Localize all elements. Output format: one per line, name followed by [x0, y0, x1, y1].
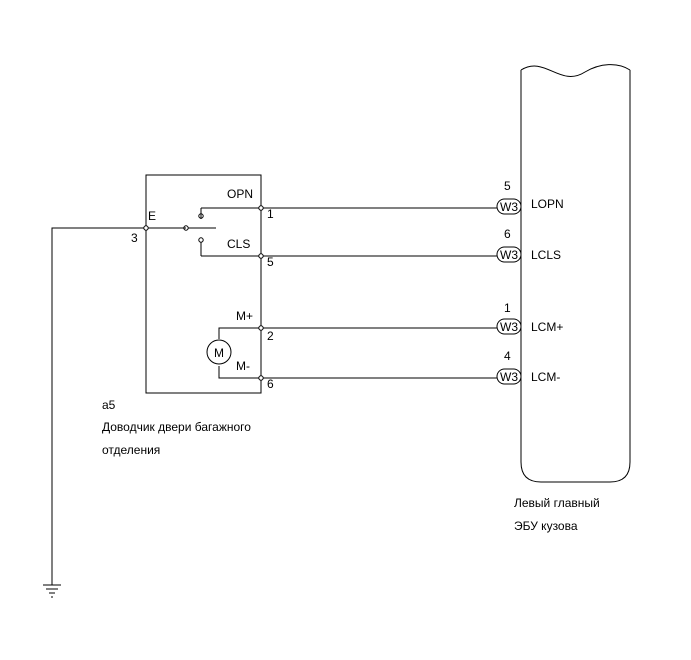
ecu-signal-lcls: LCLS: [531, 248, 561, 262]
pin-1: 1: [267, 207, 274, 221]
terminal-2: [258, 325, 264, 331]
motor-plus-label: M+: [236, 309, 253, 323]
motor-label: M: [214, 346, 224, 360]
svg-text:W3: W3: [500, 370, 518, 384]
closer-box: [145, 174, 262, 394]
ground-label: E: [148, 209, 156, 223]
ecu-pin-lcm-plus: 1: [504, 301, 511, 315]
ground-wire: [51, 227, 146, 585]
ecu-pin-lopn: 5: [504, 179, 511, 193]
connector-w3-3: W3: [496, 318, 522, 335]
ecu-signal-lcm-plus: LCM+: [531, 320, 563, 334]
motor-minus-label: M-: [236, 359, 250, 373]
component-name-line1: Доводчик двери багажного: [102, 420, 251, 434]
motor-symbol: [206, 327, 261, 379]
svg-text:W3: W3: [500, 320, 518, 334]
ecu-body: [520, 70, 631, 483]
terminal-ground: [143, 225, 149, 231]
switch-close-label: CLS: [227, 237, 250, 251]
ecu-name-line2: ЭБУ кузова: [514, 519, 578, 533]
pin-5: 5: [267, 255, 274, 269]
ecu-signal-lopn: LOPN: [531, 197, 564, 211]
terminal-1: [258, 205, 264, 211]
connector-w3-1: W3: [496, 198, 522, 215]
connector-w3-2: W3: [496, 246, 522, 263]
terminal-6: [258, 375, 264, 381]
component-id: a5: [102, 398, 116, 412]
switch-symbol: [146, 207, 261, 257]
pin-2: 2: [267, 329, 274, 343]
ground-symbol: [43, 584, 61, 598]
ecu-pin-lcls: 6: [504, 227, 511, 241]
ecu-name-line1: Левый главный: [514, 496, 600, 510]
ecu-pin-lcm-minus: 4: [504, 349, 511, 363]
svg-text:W3: W3: [500, 248, 518, 262]
connector-w3-4: W3: [496, 368, 522, 385]
terminal-5: [258, 253, 264, 259]
component-name-line2: отделения: [102, 443, 160, 457]
svg-text:W3: W3: [500, 200, 518, 214]
ecu-signal-lcm-minus: LCM-: [531, 370, 560, 384]
ecu-break-line: [520, 64, 631, 77]
switch-open-label: OPN: [227, 187, 253, 201]
pin-6: 6: [267, 377, 274, 391]
ground-pin: 3: [131, 231, 138, 245]
